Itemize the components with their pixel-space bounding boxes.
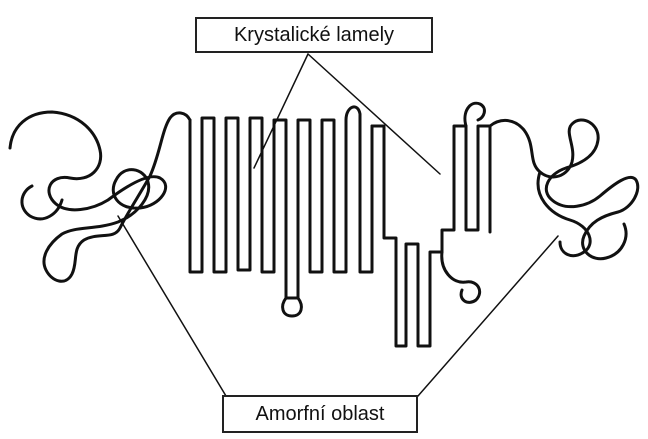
leader-line-amorph-right bbox=[418, 236, 558, 396]
crystalline-lamellae-label: Krystalické lamely bbox=[195, 17, 433, 53]
top-fold-loop bbox=[465, 103, 485, 126]
fold-loop-bottom bbox=[283, 298, 302, 316]
left-amorphous-coil bbox=[10, 112, 190, 281]
crystalline-lamellae-loop bbox=[346, 107, 372, 272]
crystalline-lamellae-right bbox=[372, 126, 490, 346]
crystalline-lamellae-left bbox=[190, 118, 346, 298]
amorphous-region-label: Amorfní oblast bbox=[222, 395, 418, 433]
right-amorphous-coil bbox=[490, 120, 638, 259]
leader-line-amorph-left bbox=[118, 216, 226, 396]
leader-line-crystal-left bbox=[254, 54, 308, 168]
bottom-chain-tail bbox=[442, 252, 480, 302]
leader-line-crystal-right bbox=[308, 54, 440, 174]
